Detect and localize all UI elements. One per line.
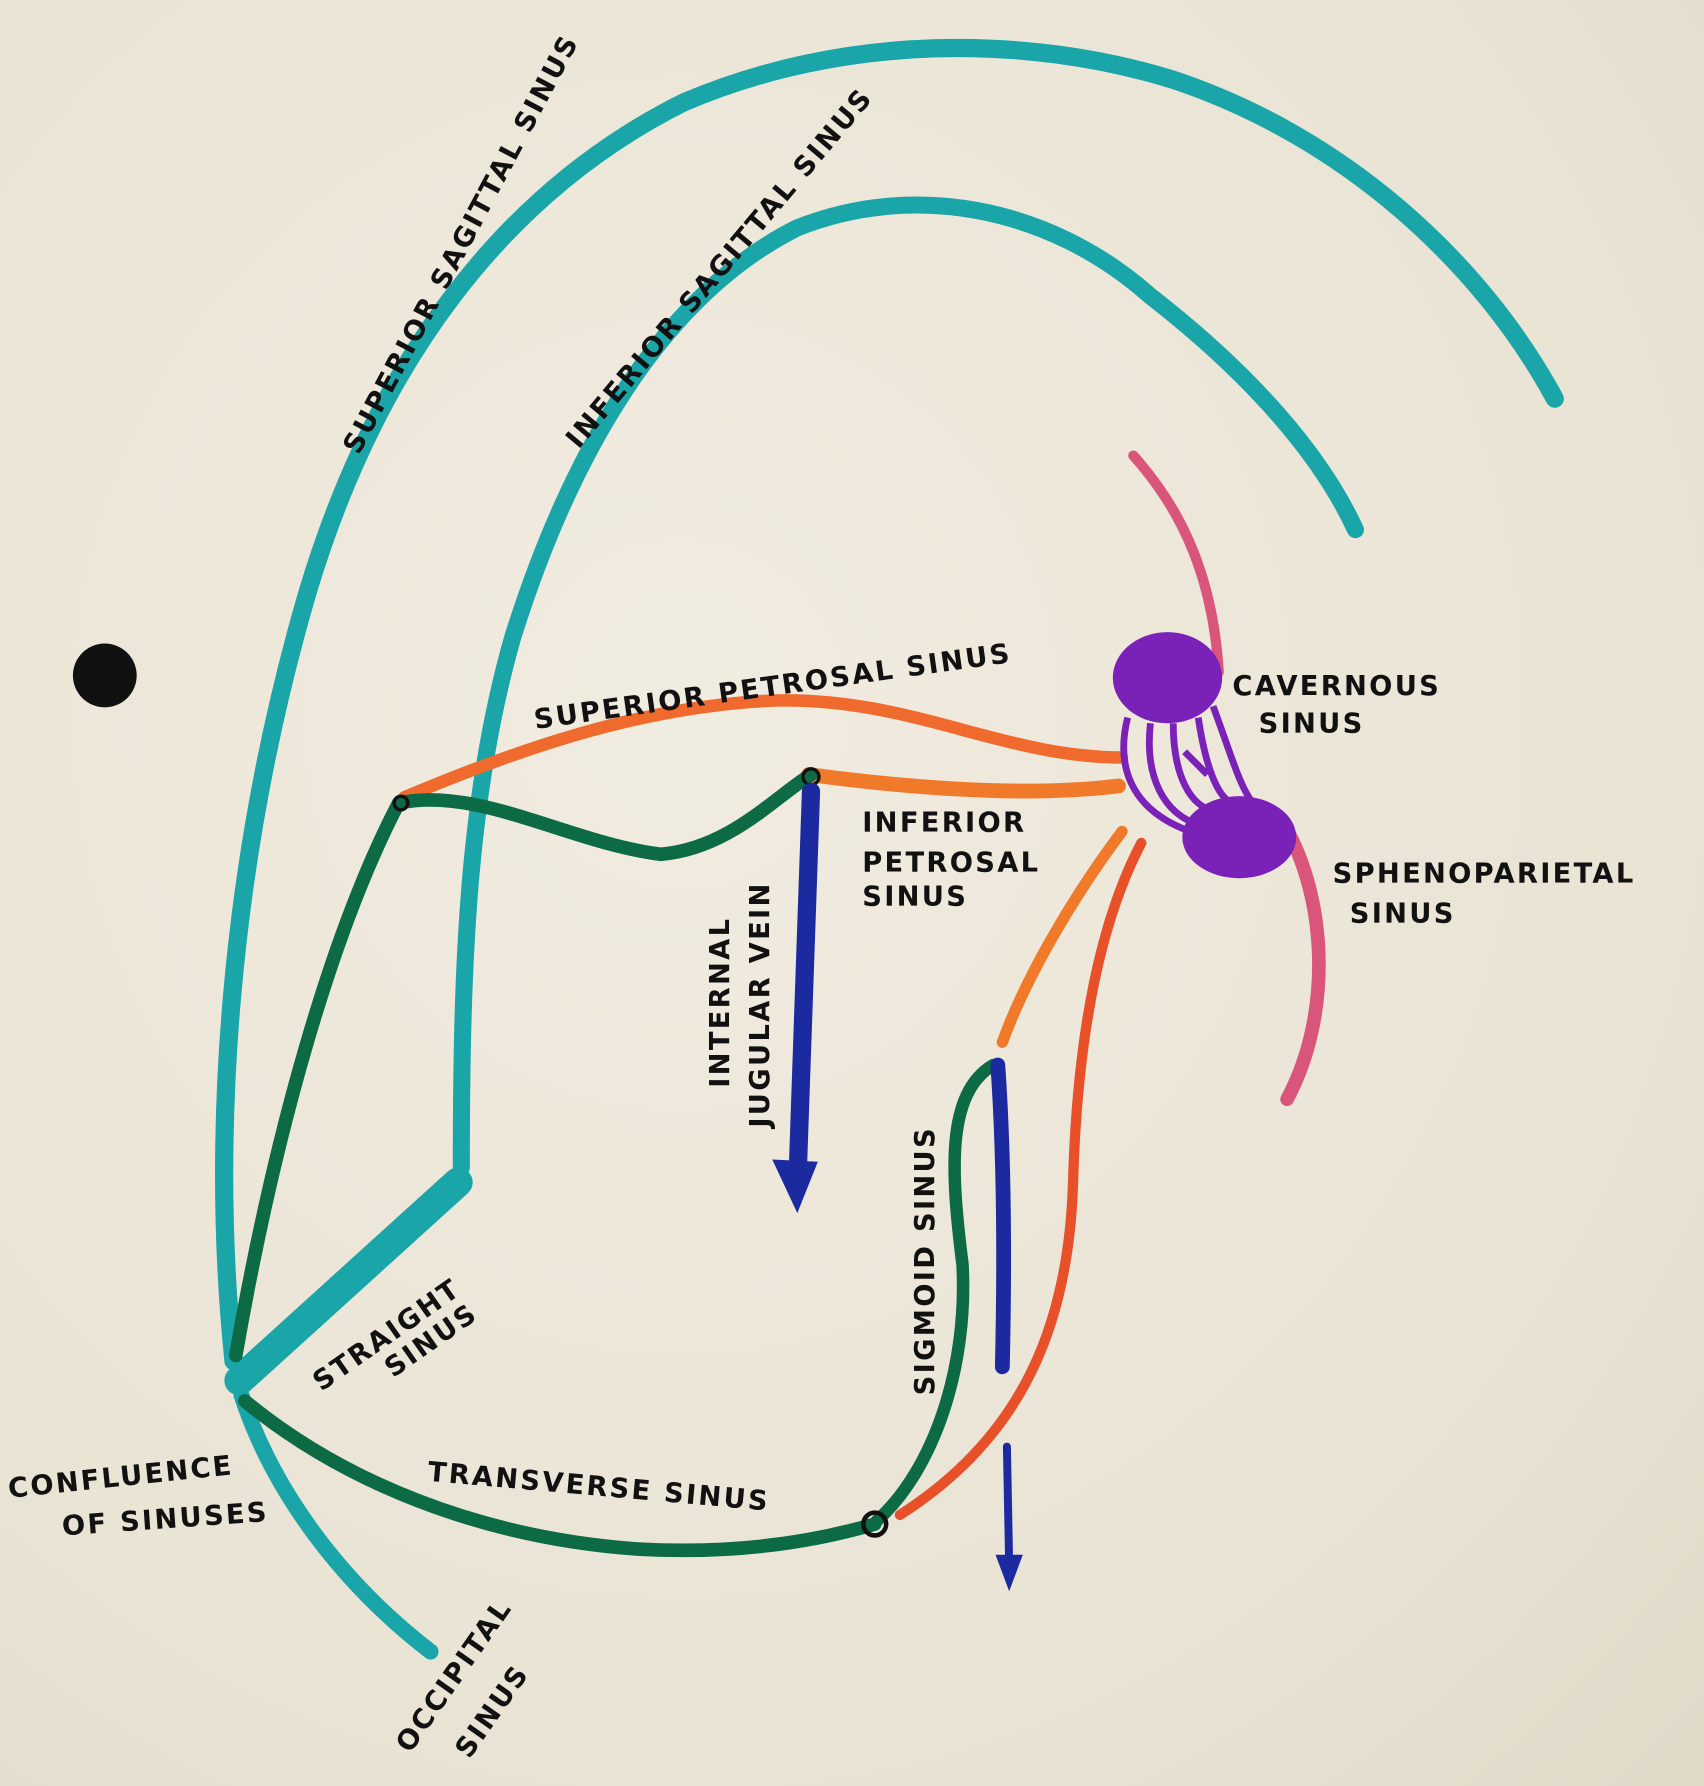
- superior-sagittal-sinus: [215, 38, 1564, 1371]
- orange-vessel-to-sigmoid: [996, 825, 1128, 1048]
- junction-marker: [392, 794, 410, 812]
- inferior-sagittal-sinus: [452, 196, 1364, 1177]
- internal-jugular-vein-arrow: [788, 782, 821, 1194]
- label-cavernous-sinus: SINUS: [1259, 708, 1365, 739]
- label-cavernous-sinus: CAVERNOUS: [1232, 671, 1441, 702]
- label-confluence-of-sinuses: CONFLUENCE: [7, 1450, 236, 1505]
- label-sphenoparietal-sinus: SINUS: [1350, 899, 1456, 930]
- red-vessel-to-transverse: [894, 837, 1147, 1521]
- label-superior-sagittal-sinus: SUPERIOR SAGITTAL SINUS: [338, 29, 586, 458]
- blue-outflow-arrow: [1002, 1442, 1014, 1571]
- label-inferior-petrosal-sinus: INFERIOR: [862, 807, 1026, 838]
- inferior-petrosal-sinus: [801, 767, 1126, 799]
- label-inferior-petrosal-sinus: SINUS: [862, 882, 968, 913]
- black-dot: [72, 643, 137, 708]
- label-sphenoparietal-sinus: SPHENOPARIETAL: [1333, 859, 1636, 890]
- pink-vessel-upper: [1128, 450, 1224, 678]
- blue-vessel-sigmoid: [990, 1057, 1012, 1375]
- label-inferior-petrosal-sinus: PETROSAL: [862, 847, 1040, 878]
- occipital-sinus: [233, 1387, 439, 1660]
- green-vessel-upper: [228, 767, 818, 1363]
- straight-sinus: [224, 1167, 473, 1396]
- label-transverse-sinus: TRANSVERSE SINUS: [427, 1457, 772, 1518]
- superior-petrosal-sinus: [398, 694, 1129, 804]
- transverse-sinus: [238, 1394, 882, 1558]
- label-sigmoid-sinus: SIGMOID SINUS: [910, 1126, 941, 1395]
- arrowhead-icon: [772, 1159, 818, 1214]
- sigmoid-sinus: [870, 1058, 1000, 1527]
- sphenoparietal-sinus: [1277, 818, 1326, 1106]
- junction-marker: [861, 1510, 889, 1538]
- label-internal-jugular-vein: JUGULAR VEIN: [745, 881, 776, 1129]
- cavernous-sinus-shape: [1112, 632, 1297, 879]
- arrowhead-icon: [995, 1554, 1023, 1592]
- label-confluence-of-sinuses: OF SINUSES: [61, 1497, 270, 1542]
- label-internal-jugular-vein: INTERNAL: [705, 917, 736, 1088]
